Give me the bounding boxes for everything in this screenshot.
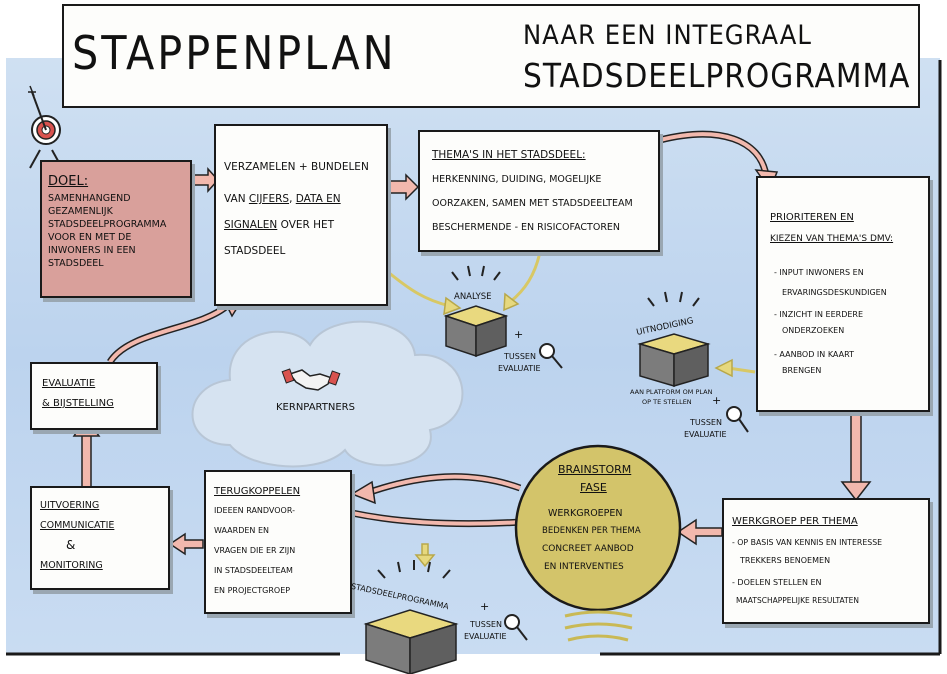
prioritize-box bbox=[756, 176, 930, 412]
feedback-line5: IN STADSDEELTEAM bbox=[214, 566, 293, 575]
themes-line2: HERKENNING, DUIDING, MOGELIJKE bbox=[432, 174, 602, 185]
collect-text-data: DATA EN bbox=[295, 193, 341, 205]
workgroup-line2: - OP BASIS VAN KENNIS EN INTERESSE bbox=[732, 538, 883, 547]
prioritize-b1b: ERVARINGSDESKUNDIGEN bbox=[782, 288, 887, 297]
page-title: STAPPENPLAN bbox=[72, 26, 397, 80]
invitation-sub2: OP TE STELLEN bbox=[642, 398, 692, 406]
feedback-line4: VRAGEN DIE ER ZIJN bbox=[214, 546, 296, 555]
brainstorm-heading1: BRAINSTORM bbox=[558, 463, 632, 476]
output-arrows bbox=[387, 251, 756, 568]
evaluation-line2: & BIJSTELLING bbox=[42, 398, 114, 409]
brainstorm-line1: WERKGROEPEN bbox=[548, 508, 623, 519]
prioritize-b3a: - AANBOD IN KAART bbox=[774, 350, 854, 359]
prioritize-b2a: - INZICHT IN EERDERE bbox=[774, 310, 864, 319]
goal-box bbox=[40, 160, 192, 298]
collect-text-signalen: SIGNALEN bbox=[224, 219, 278, 231]
goal-text: SAMENHANGEND GEZAMENLIJK STADSDEELPROGRA… bbox=[48, 193, 167, 269]
themes-line4: BESCHERMENDE - EN RISICOFACTOREN bbox=[432, 222, 621, 233]
program-interim2: EVALUATIE bbox=[464, 632, 507, 641]
program-plus: + bbox=[480, 600, 490, 613]
execution-line3: & bbox=[66, 538, 76, 552]
title-banner bbox=[62, 4, 920, 108]
analysis-interim2: EVALUATIE bbox=[498, 364, 541, 373]
prioritize-heading2: KIEZEN VAN THEMA'S DMV: bbox=[770, 234, 894, 244]
handshake-icon bbox=[281, 368, 341, 391]
evaluation-line1: EVALUATIE bbox=[42, 378, 96, 389]
execution-box bbox=[30, 486, 170, 590]
page-subtitle-line1: NAAR EEN INTEGRAAL bbox=[523, 20, 812, 51]
feedback-heading: TERUGKOPPELEN bbox=[214, 486, 301, 497]
execution-line2: COMMUNICATIE bbox=[40, 520, 115, 531]
analysis-box-icon bbox=[443, 265, 509, 358]
collect-line4: STADSDEEL bbox=[224, 245, 286, 257]
execution-line1: UITVOERING bbox=[40, 500, 100, 511]
collect-text-over: OVER HET bbox=[277, 219, 335, 231]
analysis-plus: + bbox=[514, 328, 524, 341]
execution-line4: MONITORING bbox=[40, 560, 103, 571]
themes-box bbox=[418, 130, 660, 252]
magnifier-icon-1 bbox=[539, 343, 563, 369]
collect-text-cijfers: CIJFERS bbox=[248, 193, 290, 205]
prioritize-b3b: BRENGEN bbox=[782, 366, 822, 375]
brainstorm-line3: CONCREET AANBOD bbox=[542, 544, 634, 554]
invitation-sub1: AAN PLATFORM OM PLAN bbox=[630, 388, 713, 396]
invitation-box-icon bbox=[637, 291, 711, 388]
collect-line1: VERZAMELEN + BUNDELEN bbox=[224, 161, 369, 173]
cloud-label: KERNPARTNERS bbox=[276, 402, 355, 413]
magnifier-icon-3 bbox=[504, 614, 528, 641]
collect-text-comma: , bbox=[289, 193, 296, 205]
themes-heading: THEMA'S IN HET STADSDEEL: bbox=[432, 149, 586, 161]
workgroup-heading: WERKGROEP PER THEMA bbox=[732, 516, 858, 527]
flow-arrows bbox=[72, 130, 872, 556]
prioritize-b1a: - INPUT INWONERS EN bbox=[774, 268, 864, 277]
workgroup-line4: - DOELEN STELLEN EN bbox=[732, 578, 822, 587]
prioritize-heading1: PRIORITEREN EN bbox=[770, 212, 854, 223]
program-box-icon bbox=[363, 560, 459, 674]
feedback-line3: WAARDEN EN bbox=[214, 526, 269, 535]
goal-heading: DOEL: bbox=[48, 174, 89, 189]
program-interim1: TUSSEN bbox=[470, 620, 502, 629]
analysis-interim1: TUSSEN bbox=[504, 352, 536, 361]
invitation-plus: + bbox=[712, 394, 722, 407]
analysis-label: ANALYSE bbox=[454, 292, 492, 302]
collect-line2: VAN CIJFERS, DATA EN bbox=[224, 192, 341, 207]
collect-box bbox=[214, 124, 388, 306]
collect-text-van: VAN bbox=[224, 193, 249, 205]
page-subtitle-line2: STADSDEELPROGRAMMA bbox=[523, 56, 911, 95]
feedback-box bbox=[204, 470, 352, 614]
workgroup-box bbox=[722, 498, 930, 624]
evaluation-box bbox=[30, 362, 158, 430]
feedback-line2: IDEEEN RANDVOOR- bbox=[214, 506, 295, 515]
magnifier-icon-2 bbox=[726, 406, 749, 433]
collect-line3: SIGNALEN OVER HET bbox=[224, 218, 334, 233]
invitation-interim2: EVALUATIE bbox=[684, 430, 727, 439]
invitation-interim1: TUSSEN bbox=[690, 418, 722, 427]
brainstorm-line2: BEDENKEN PER THEMA bbox=[542, 526, 641, 536]
feedback-line6: EN PROJECTGROEP bbox=[214, 586, 291, 595]
workgroup-line3: TREKKERS BENOEMEN bbox=[740, 556, 831, 565]
prioritize-b2b: ONDERZOEKEN bbox=[782, 326, 845, 335]
brainstorm-circle bbox=[514, 444, 682, 612]
brainstorm-ripples bbox=[564, 610, 633, 642]
themes-line3: OORZAKEN, SAMEN MET STADSDEELTEAM bbox=[432, 198, 633, 209]
target-icon bbox=[28, 85, 63, 169]
workgroup-line5: MAATSCHAPPELIJKE RESULTATEN bbox=[736, 596, 859, 605]
cloud-shape bbox=[191, 320, 464, 468]
brainstorm-heading2: FASE bbox=[580, 481, 607, 494]
brainstorm-line4: EN INTERVENTIES bbox=[544, 562, 624, 572]
